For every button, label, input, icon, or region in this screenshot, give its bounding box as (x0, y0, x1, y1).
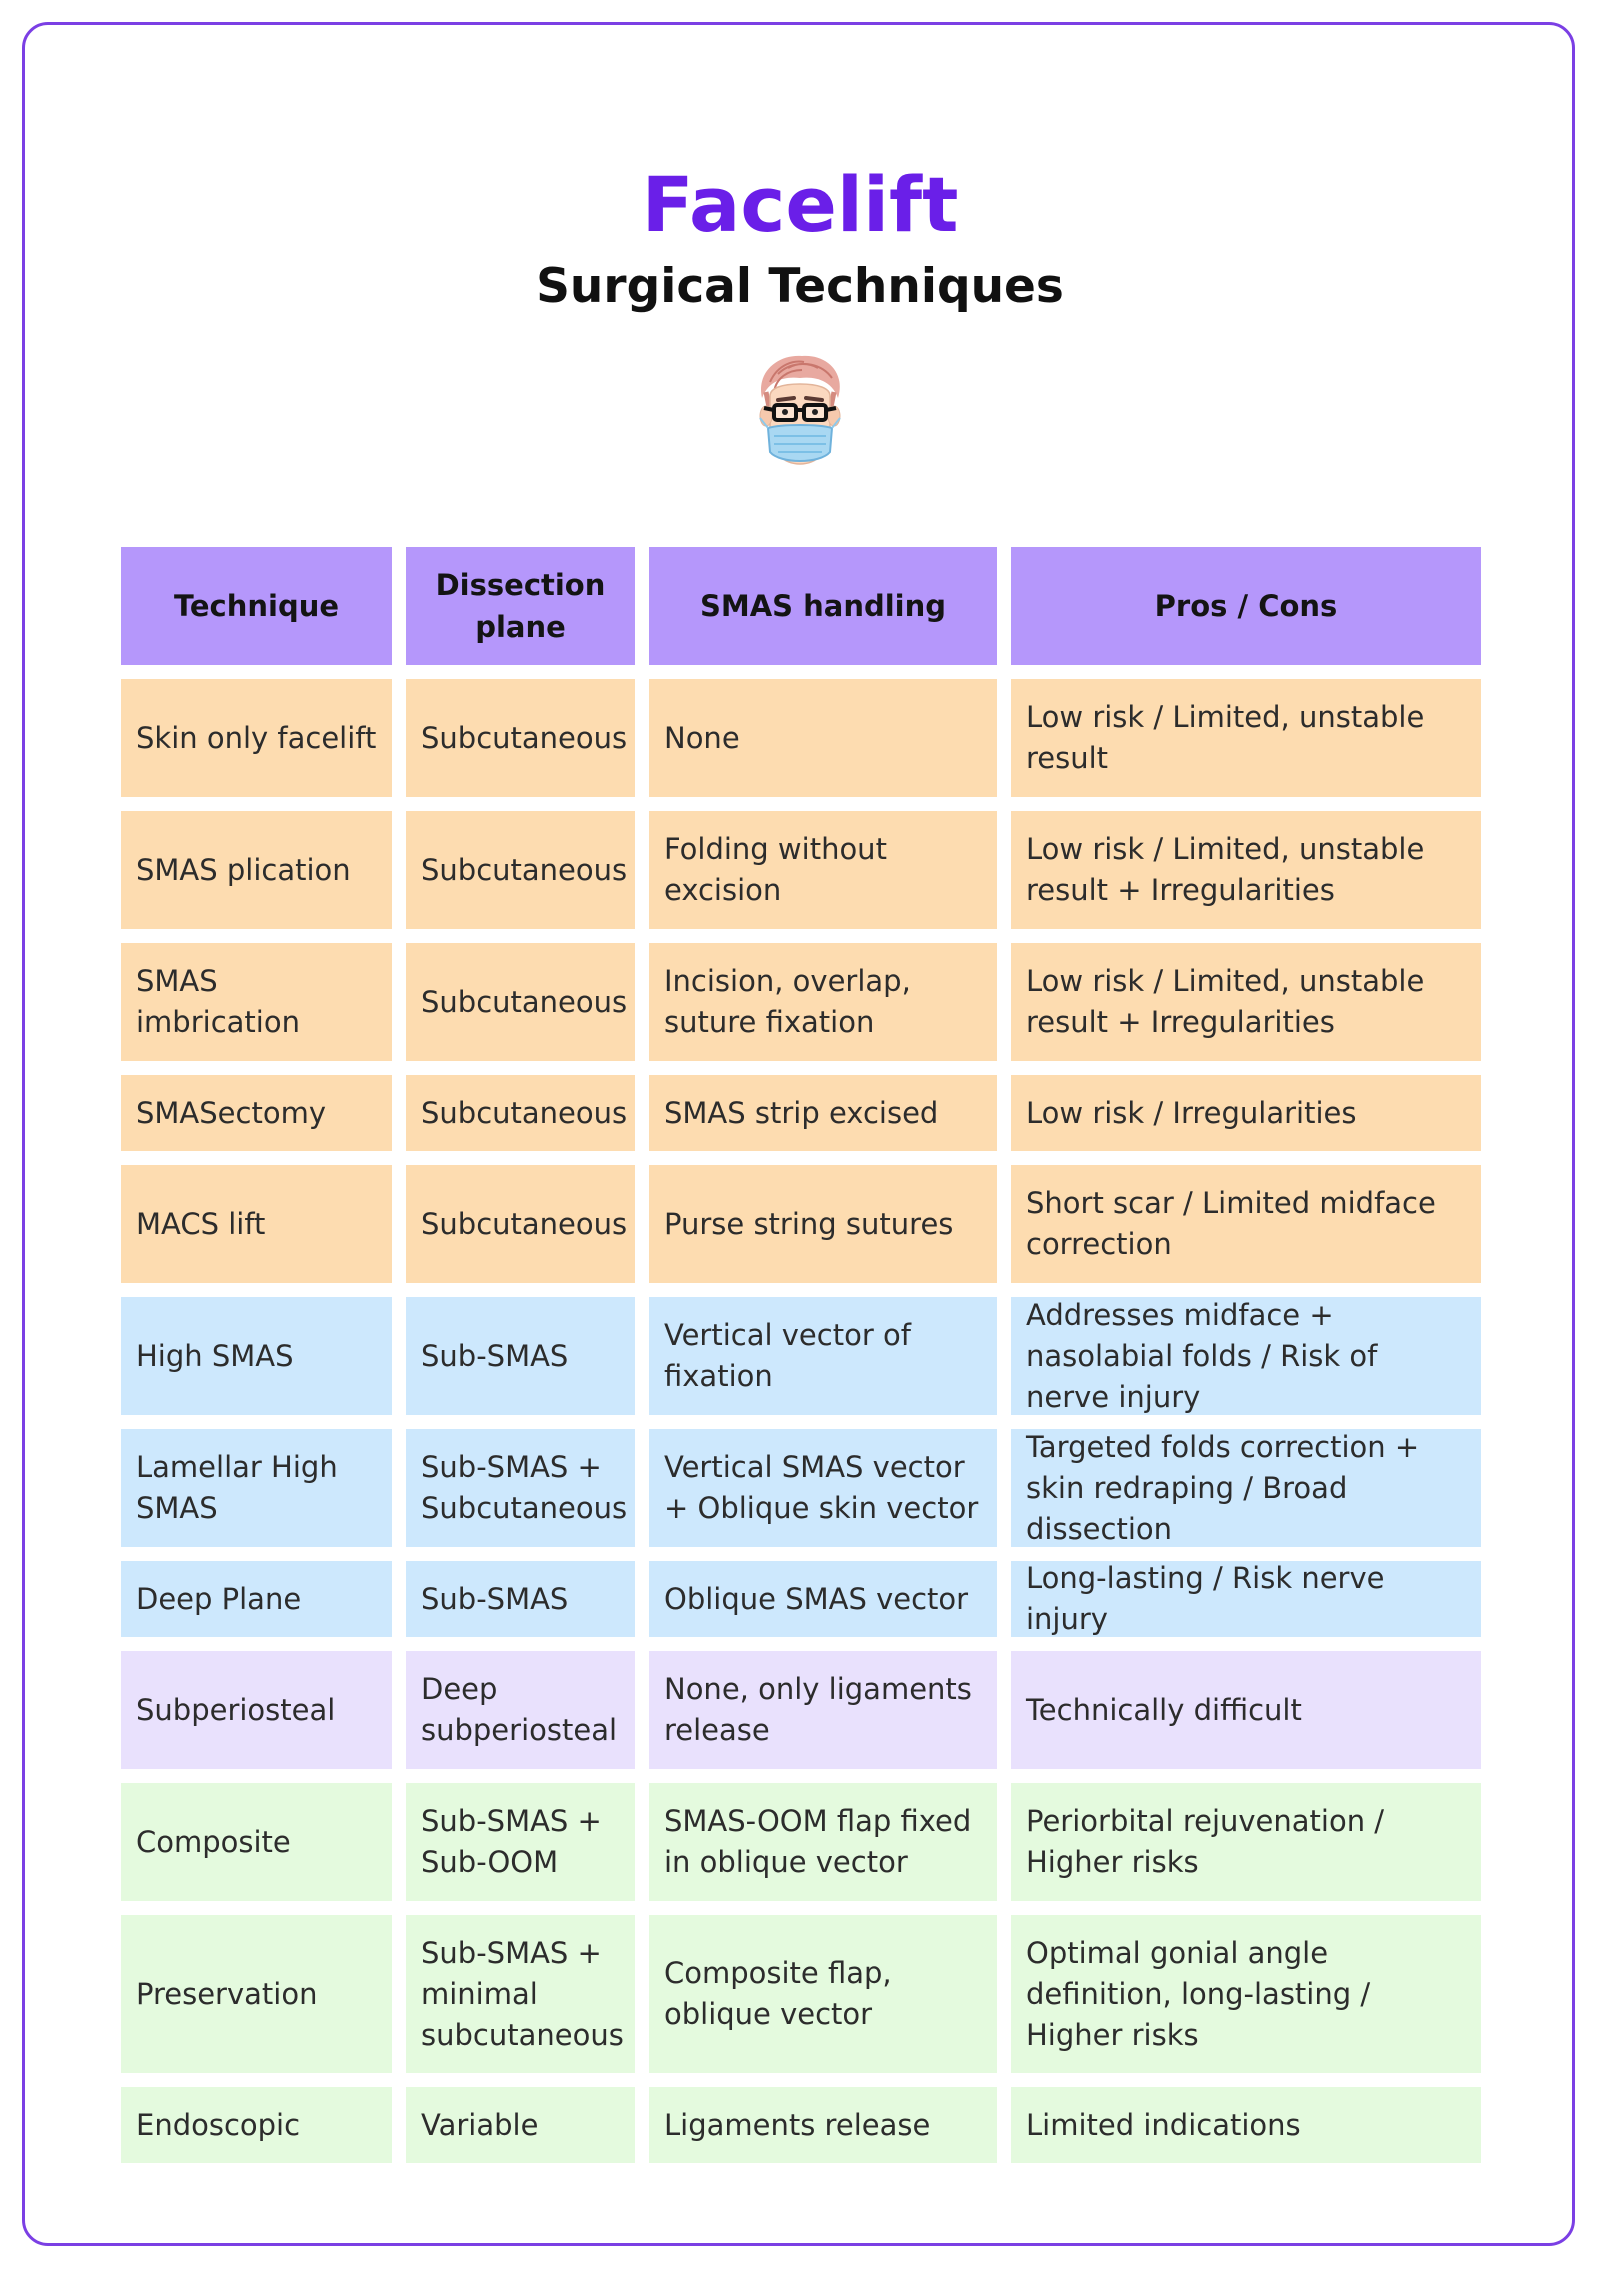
pros-cons-cell: Short scar / Limited midface correction (1011, 1165, 1481, 1283)
dissection-plane-cell: Subcutaneous (406, 1075, 635, 1151)
technique-cell: SMAS plication (121, 811, 392, 929)
smas-handling-cell: Folding without excision (649, 811, 997, 929)
smas-handling-cell: Composite flap, oblique vector (649, 1915, 997, 2073)
dissection-plane-cell: Sub-SMAS (406, 1561, 635, 1637)
dissection-plane-cell: Subcutaneous (406, 811, 635, 929)
table-row: Preservation Sub-SMAS + minimal subcutan… (121, 1915, 1481, 2073)
table-row: SMAS imbrication Subcutaneous Incision, … (121, 943, 1481, 1061)
table-row: SMAS plication Subcutaneous Folding with… (121, 811, 1481, 929)
dissection-plane-cell: Sub-SMAS + Sub-OOM (406, 1783, 635, 1901)
technique-cell: SMAS imbrication (121, 943, 392, 1061)
smas-handling-cell: SMAS-OOM flap fixed in oblique vector (649, 1783, 997, 1901)
pros-cons-cell: Low risk / Limited, unstable result + Ir… (1011, 811, 1481, 929)
technique-cell: Skin only facelift (121, 679, 392, 797)
pros-cons-cell: Optimal gonial angle definition, long-la… (1011, 1915, 1481, 2073)
pros-cons-cell: Limited indications (1011, 2087, 1481, 2163)
pros-cons-cell: Low risk / Limited, unstable result + Ir… (1011, 943, 1481, 1061)
technique-cell: Preservation (121, 1915, 392, 2073)
smas-handling-cell: SMAS strip excised (649, 1075, 997, 1151)
pros-cons-cell: Low risk / Limited, unstable result (1011, 679, 1481, 797)
header-pros-cons: Pros / Cons (1011, 547, 1481, 665)
technique-cell: Lamellar High SMAS (121, 1429, 392, 1547)
pros-cons-cell: Technically difficult (1011, 1651, 1481, 1769)
dissection-plane-cell: Sub-SMAS + minimal subcutaneous (406, 1915, 635, 2073)
pros-cons-cell: Periorbital rejuvenation / Higher risks (1011, 1783, 1481, 1901)
dissection-plane-cell: Sub-SMAS (406, 1297, 635, 1415)
page-title: Facelift (641, 160, 959, 249)
smas-handling-cell: Oblique SMAS vector (649, 1561, 997, 1637)
pros-cons-cell: Addresses midface + nasolabial folds / R… (1011, 1297, 1481, 1415)
table-header-row: Technique Dissection plane SMAS handling… (121, 547, 1481, 665)
smas-handling-cell: Ligaments release (649, 2087, 997, 2163)
header-smas-handling: SMAS handling (649, 547, 997, 665)
table-row: Deep Plane Sub-SMAS Oblique SMAS vector … (121, 1561, 1481, 1637)
techniques-table: Technique Dissection plane SMAS handling… (121, 547, 1481, 2177)
table-row: Lamellar High SMAS Sub-SMAS + Subcutaneo… (121, 1429, 1481, 1547)
technique-cell: Composite (121, 1783, 392, 1901)
dissection-plane-cell: Sub-SMAS + Subcutaneous (406, 1429, 635, 1547)
header-dissection-plane: Dissection plane (406, 547, 635, 665)
table-row: Skin only facelift Subcutaneous None Low… (121, 679, 1481, 797)
smas-handling-cell: Vertical vector of fixation (649, 1297, 997, 1415)
smas-handling-cell: None, only ligaments release (649, 1651, 997, 1769)
dissection-plane-cell: Subcutaneous (406, 679, 635, 797)
technique-cell: High SMAS (121, 1297, 392, 1415)
technique-cell: Deep Plane (121, 1561, 392, 1637)
smas-handling-cell: Incision, overlap, suture fixation (649, 943, 997, 1061)
technique-cell: MACS lift (121, 1165, 392, 1283)
technique-cell: Subperiosteal (121, 1651, 392, 1769)
table-row: High SMAS Sub-SMAS Vertical vector of fi… (121, 1297, 1481, 1415)
dissection-plane-cell: Deep subperiosteal (406, 1651, 635, 1769)
dissection-plane-cell: Variable (406, 2087, 635, 2163)
technique-cell: SMASectomy (121, 1075, 392, 1151)
table-row: Endoscopic Variable Ligaments release Li… (121, 2087, 1481, 2163)
page-frame (22, 22, 1575, 2246)
table-row: MACS lift Subcutaneous Purse string sutu… (121, 1165, 1481, 1283)
table-row: Composite Sub-SMAS + Sub-OOM SMAS-OOM fl… (121, 1783, 1481, 1901)
page-subtitle: Surgical Techniques (536, 259, 1064, 314)
surgeon-avatar-icon (759, 355, 841, 465)
table-row: Subperiosteal Deep subperiosteal None, o… (121, 1651, 1481, 1769)
dissection-plane-cell: Subcutaneous (406, 943, 635, 1061)
pros-cons-cell: Targeted folds correction + skin redrapi… (1011, 1429, 1481, 1547)
technique-cell: Endoscopic (121, 2087, 392, 2163)
pros-cons-cell: Long-lasting / Risk nerve injury (1011, 1561, 1481, 1637)
table-row: SMASectomy Subcutaneous SMAS strip excis… (121, 1075, 1481, 1151)
header-technique: Technique (121, 547, 392, 665)
smas-handling-cell: Purse string sutures (649, 1165, 997, 1283)
smas-handling-cell: None (649, 679, 997, 797)
pros-cons-cell: Low risk / Irregularities (1011, 1075, 1481, 1151)
smas-handling-cell: Vertical SMAS vector + Oblique skin vect… (649, 1429, 997, 1547)
dissection-plane-cell: Subcutaneous (406, 1165, 635, 1283)
